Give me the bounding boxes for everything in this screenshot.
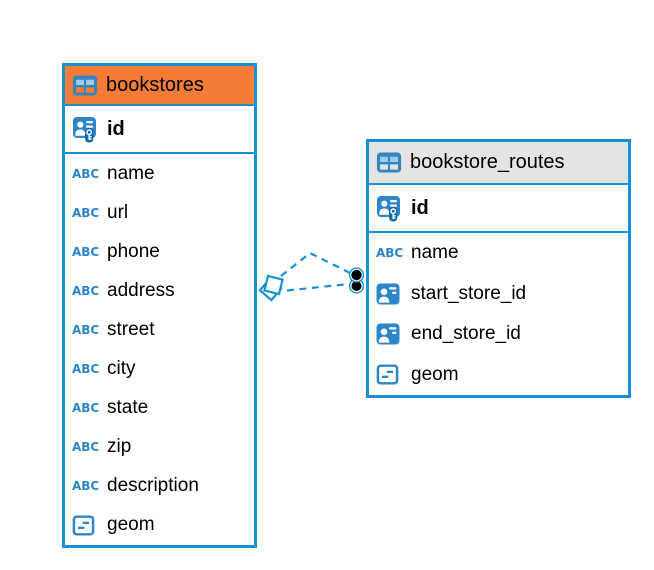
column-name: state [107,397,149,419]
column-name: description [107,475,199,497]
column-name: start_store_id [411,282,527,304]
column-row-bookstores-phone[interactable]: ABC phone [65,232,254,271]
abc-icon: ABC [72,441,99,453]
abc-icon-text: ABC [72,401,100,416]
abc-icon: ABC [72,168,99,180]
relationship-line-lower[interactable] [286,282,350,292]
column-name: address [107,279,175,301]
abc-icon: ABC [72,285,99,297]
person-ref-icon [376,322,403,346]
table-name: bookstore_routes [410,151,565,173]
column-row-routes-end-store-id[interactable]: end_store_id [369,314,628,355]
geometry-icon [72,514,99,537]
abc-icon-text: ABC [72,440,100,455]
table-icon [72,75,98,96]
abc-icon-text: ABC [72,166,100,181]
column-row-routes-geom[interactable]: geom [369,355,628,396]
table-header-bookstores[interactable]: bookstores [65,66,254,106]
column-row-routes-start-store-id[interactable]: start_store_id [369,274,628,315]
column-name: id [411,196,429,219]
column-row-bookstores-city[interactable]: ABC city [65,349,254,388]
abc-icon: ABC [72,363,99,375]
column-name: street [107,318,155,340]
table-icon [376,152,402,173]
abc-icon: ABC [72,480,99,492]
column-name: end_store_id [411,323,521,345]
column-row-bookstores-id[interactable]: id [65,106,254,154]
column-name: geom [411,363,459,385]
abc-icon-text: ABC [376,246,404,261]
column-row-bookstores-zip[interactable]: ABC zip [65,428,254,467]
column-row-routes-name[interactable]: ABC name [369,233,628,274]
column-name: city [107,358,136,380]
abc-icon-text: ABC [72,362,100,377]
column-row-bookstores-description[interactable]: ABC description [65,467,254,506]
abc-icon: ABC [72,207,99,219]
diamond-end-marker[interactable] [258,274,284,302]
column-row-bookstores-geom[interactable]: geom [65,506,254,545]
abc-icon-text: ABC [72,205,100,220]
abc-icon: ABC [72,402,99,414]
table-bookstore-routes[interactable]: bookstore_routes id ABC name start_store… [366,139,631,398]
column-name: zip [107,436,132,458]
column-name: url [107,201,129,223]
geometry-icon [376,363,403,386]
column-row-routes-id[interactable]: id [369,185,628,233]
table-name: bookstores [106,73,204,96]
column-name: phone [107,240,160,262]
column-row-bookstores-address[interactable]: ABC address [65,271,254,310]
column-row-bookstores-street[interactable]: ABC street [65,310,254,349]
dot-end-marker[interactable] [348,267,365,294]
column-name: name [411,242,459,264]
column-name: name [107,162,155,184]
column-name: id [107,117,125,140]
abc-icon: ABC [376,247,403,259]
column-row-bookstores-name[interactable]: ABC name [65,154,254,193]
column-row-bookstores-state[interactable]: ABC state [65,389,254,428]
abc-icon: ABC [72,324,99,336]
abc-icon-text: ABC [72,479,100,494]
column-name: geom [107,514,155,536]
abc-icon-text: ABC [72,283,100,298]
abc-icon-text: ABC [72,322,100,337]
table-bookstores[interactable]: bookstores id ABC name ABC url ABC phone… [62,63,257,548]
person-key-icon [376,195,403,222]
table-header-bookstore-routes[interactable]: bookstore_routes [369,142,628,185]
abc-icon-text: ABC [72,244,100,259]
abc-icon: ABC [72,246,99,258]
person-ref-icon [376,282,403,306]
person-key-icon [72,116,99,143]
relationship-connector[interactable] [248,238,378,308]
column-row-bookstores-url[interactable]: ABC url [65,193,254,232]
relationship-line-upper[interactable] [280,251,351,277]
